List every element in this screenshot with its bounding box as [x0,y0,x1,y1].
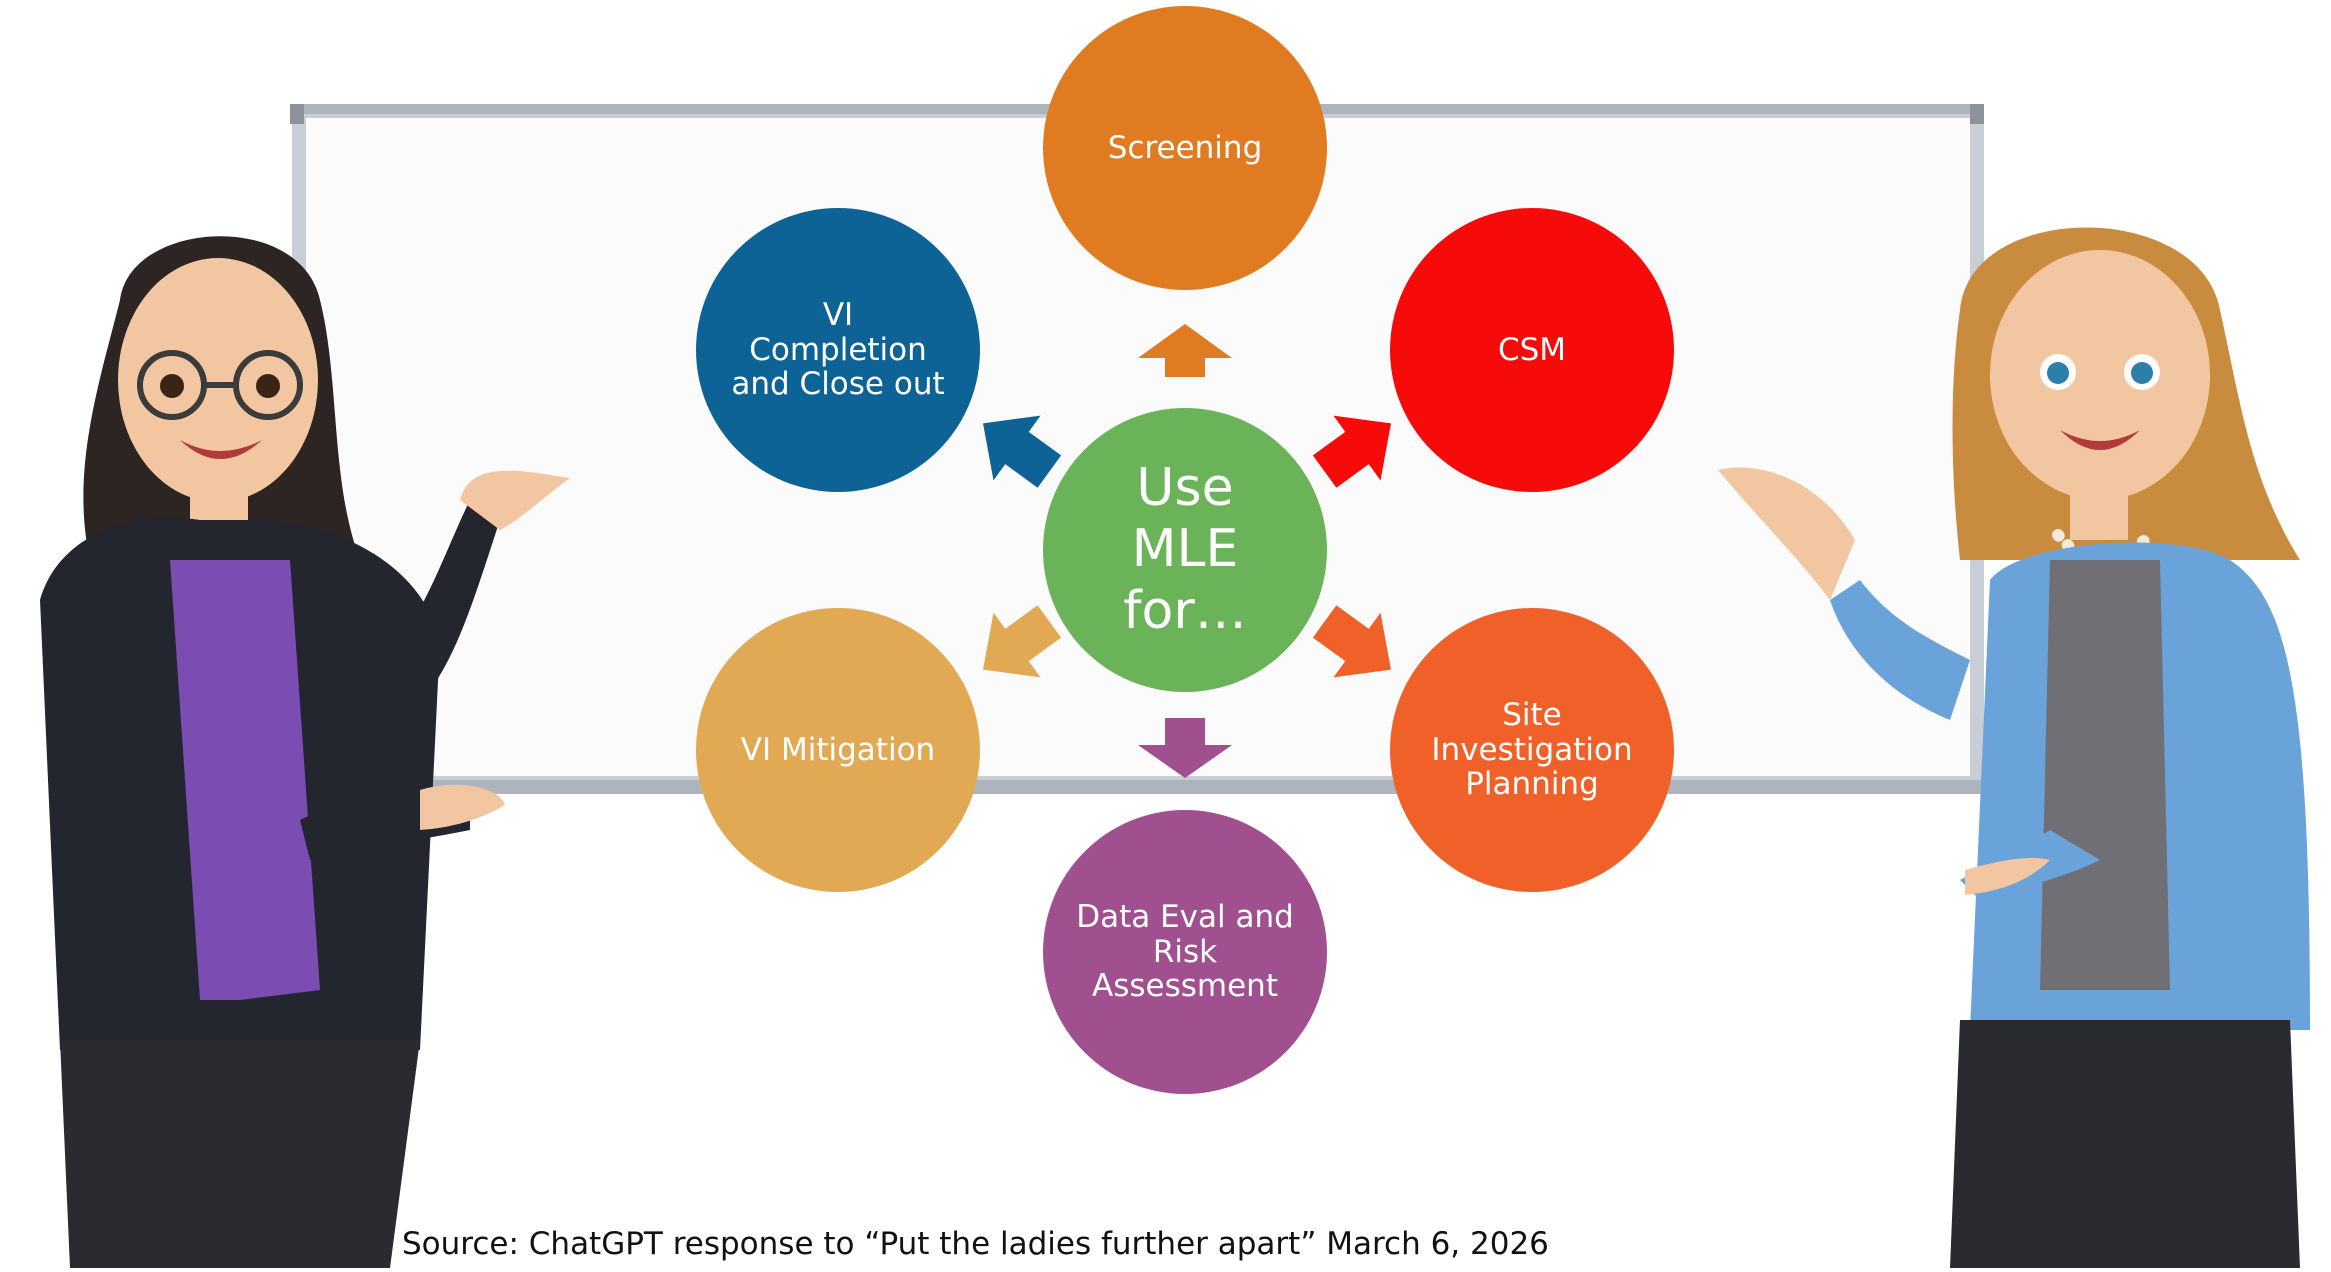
node-vi-mitigation [696,608,980,892]
arrow-to-vi-mitigation [983,605,1062,678]
right-presenter-illustration [1718,227,2310,1268]
node-label-csm: CSM [1497,331,1567,368]
node-label-data-eval-risk-assessment: Data Eval and Risk Assessment [1076,898,1294,1005]
whiteboard-corner-cap [1970,104,1984,124]
source-caption: Source: ChatGPT response to “Put the lad… [402,1226,1549,1262]
right-presenter-top [2040,560,2170,990]
left-presenter-trousers [60,1040,420,1268]
arrow-to-vi-completion [983,415,1062,488]
left-presenter-face [118,258,318,502]
node-data-eval-risk-assessment [1043,810,1327,1094]
left-presenter-raised-hand [460,470,570,530]
glasses-icon [137,350,303,420]
right-presenter-raised-hand [1718,467,1855,600]
arrow-to-csm [1312,415,1391,488]
node-vi-completion-close-out [696,208,980,492]
left-presenter-illustration [40,236,570,1268]
node-csm [1390,208,1674,492]
connector-arrows [983,324,1391,778]
right-presenter-raised-arm [1830,580,1970,720]
right-presenter-lower-hand [1965,858,2050,895]
left-presenter-lower-hand [420,784,505,830]
node-center [1043,408,1327,692]
arrow-to-data-eval [1138,718,1232,778]
right-presenter-neck [2070,490,2128,540]
center-label: Use MLE for… [1123,457,1247,641]
left-presenter-shirt [170,560,320,1000]
left-presenter-raised-arm [400,500,500,690]
node-screening [1043,6,1327,290]
arrow-to-site-investigation [1312,605,1391,678]
whiteboard-tray [292,780,1984,794]
arrow-to-screening [1138,324,1232,377]
right-presenter-face [1990,250,2210,500]
node-label-site-investigation-planning: Site Investigation Planning [1431,696,1633,803]
whiteboard-corner-cap [290,104,304,124]
node-label-screening: Screening [1107,129,1263,166]
node-label-vi-completion-close-out: VI Completion and Close out [731,296,945,403]
node-label-vi-mitigation: VI Mitigation [740,731,936,768]
right-presenter-trousers [1950,1020,2300,1268]
diagram-nodes [696,6,1674,1094]
node-site-investigation-planning [1390,608,1674,892]
